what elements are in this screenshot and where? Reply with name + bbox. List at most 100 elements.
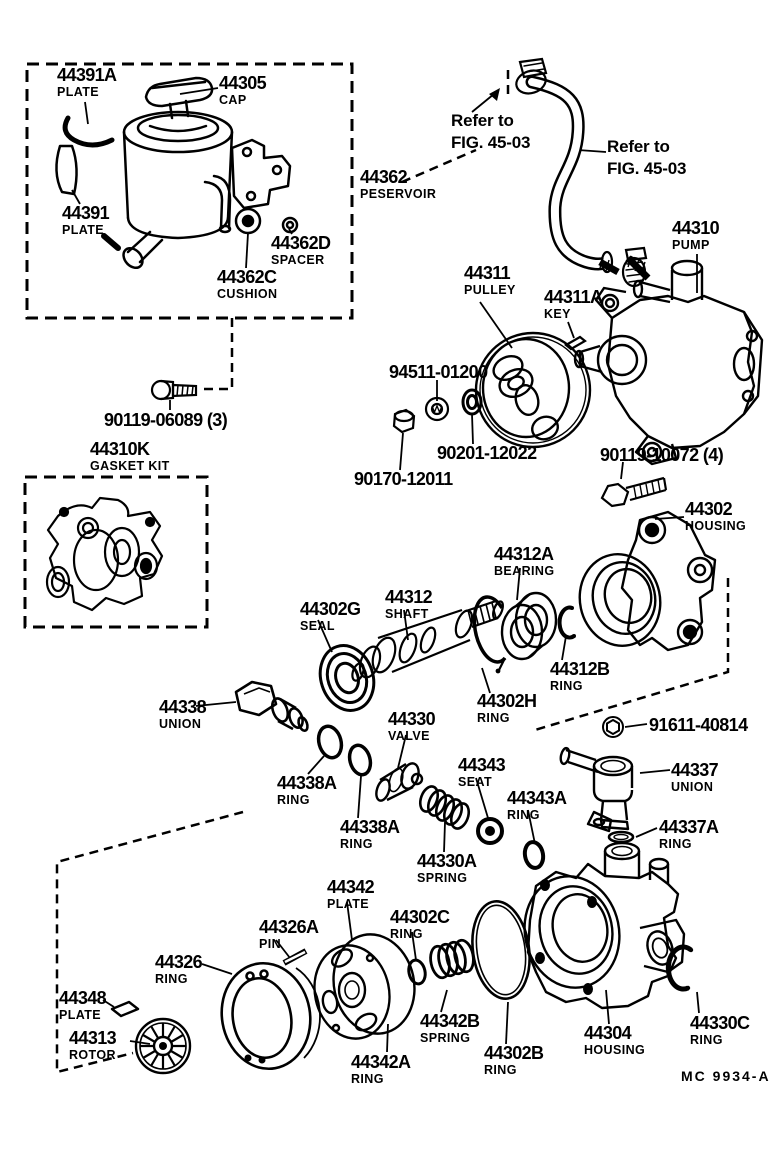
part-description: UNION (159, 717, 202, 731)
part-number: 44391 (62, 203, 110, 223)
bolt-90119-06089-drawing (150, 379, 198, 401)
part-description: SPACER (271, 253, 325, 267)
pulley-drawing (474, 331, 592, 449)
part-description: SPRING (417, 871, 468, 885)
part-number: 44304 (584, 1023, 632, 1043)
nut-90170-drawing (392, 408, 416, 434)
part-number: 44302G (300, 599, 361, 619)
part-description: PUMP (672, 238, 710, 252)
rotor-drawing (134, 1017, 192, 1075)
callout-9020112022: 90201-12022 (437, 444, 537, 462)
part-number: 44342A (351, 1052, 411, 1072)
seal-drawing (318, 644, 376, 712)
washer-94511-drawing (424, 396, 450, 422)
part-number: 44326 (155, 952, 203, 972)
hose-clamp-top (515, 57, 548, 95)
valve-drawing (375, 762, 424, 802)
part-number: 44326A (259, 917, 319, 937)
part-description: HOUSING (584, 1043, 646, 1057)
part-number: 44312 (385, 587, 433, 607)
part-description: PIN (259, 937, 282, 951)
gasket-kit-box (23, 475, 209, 629)
part-description: SEAL (300, 619, 335, 633)
part-description: SEAT (458, 775, 493, 789)
bearing-drawing (500, 591, 558, 661)
reservoir-drawing (55, 76, 299, 270)
part-number: 44338A (340, 817, 400, 837)
part-number: 44310K (90, 439, 150, 459)
bolt-91611-drawing (602, 716, 624, 738)
part-description: CUSHION (217, 287, 278, 301)
part-number: 44313 (69, 1028, 117, 1048)
dashed-leader-lines (55, 70, 730, 1074)
spring-44330A-drawing (418, 785, 471, 830)
part-number: 44311 (464, 263, 511, 283)
part-description: RING (351, 1072, 384, 1086)
grouping-boxes (23, 62, 354, 629)
callout-9017012011: 90170-12011 (354, 470, 453, 488)
bolt-90119-10072-drawing (600, 476, 668, 508)
part-description: PULLEY (464, 283, 516, 297)
part-number: 44310 (672, 218, 720, 238)
part-number: 44302C (390, 907, 450, 927)
spacer-drawing (281, 216, 299, 234)
snap-ring-44302H-drawing (472, 595, 507, 674)
cushion-drawing (234, 207, 262, 235)
callout-9161140814: 91611-40814 (649, 716, 748, 734)
part-number: 44337A (659, 817, 719, 837)
part-description: KEY (544, 307, 571, 321)
o-ring-44338A-1-drawing (316, 724, 344, 760)
snap-ring-44312B-drawing (557, 605, 576, 640)
part-description: RING (507, 808, 540, 822)
part-description: RING (155, 972, 188, 986)
plate-44391A-drawing (62, 115, 115, 148)
part-description: BEARING (494, 564, 555, 578)
figure-code: MC 9934-A (681, 1068, 771, 1084)
seat-drawing (476, 817, 504, 845)
part-number: 44302B (484, 1043, 544, 1063)
part-number: 44330C (690, 1013, 750, 1033)
part-number: 91611-40814 (649, 715, 748, 735)
plate-44391-drawing (55, 144, 78, 196)
part-number: 44343 (458, 755, 506, 775)
part-description: RING (477, 711, 510, 725)
part-number: 44391A (57, 65, 117, 85)
part-number: 90201-12022 (437, 443, 537, 463)
part-number: 44338A (277, 773, 337, 793)
part-description: RING (550, 679, 583, 693)
key-drawing (564, 335, 587, 351)
part-number: 44338 (159, 697, 207, 717)
part-number: 44311A (544, 287, 603, 307)
part-description: RING (277, 793, 310, 807)
o-ring-44302C-drawing (407, 958, 427, 986)
snap-ring-44330C-drawing (665, 944, 694, 992)
part-number: 44343A (507, 788, 567, 808)
part-number: 44302H (477, 691, 537, 711)
callout-9451101200: 94511-01200 (389, 363, 488, 381)
part-description: PESERVOIR (360, 187, 437, 201)
part-description: RING (390, 927, 423, 941)
refer-note-2: Refer to FIG. 45-03 (607, 137, 687, 179)
front-housing-drawing (578, 510, 717, 652)
part-number: 94511-01200 (389, 362, 488, 382)
union-44338-drawing (234, 680, 309, 733)
